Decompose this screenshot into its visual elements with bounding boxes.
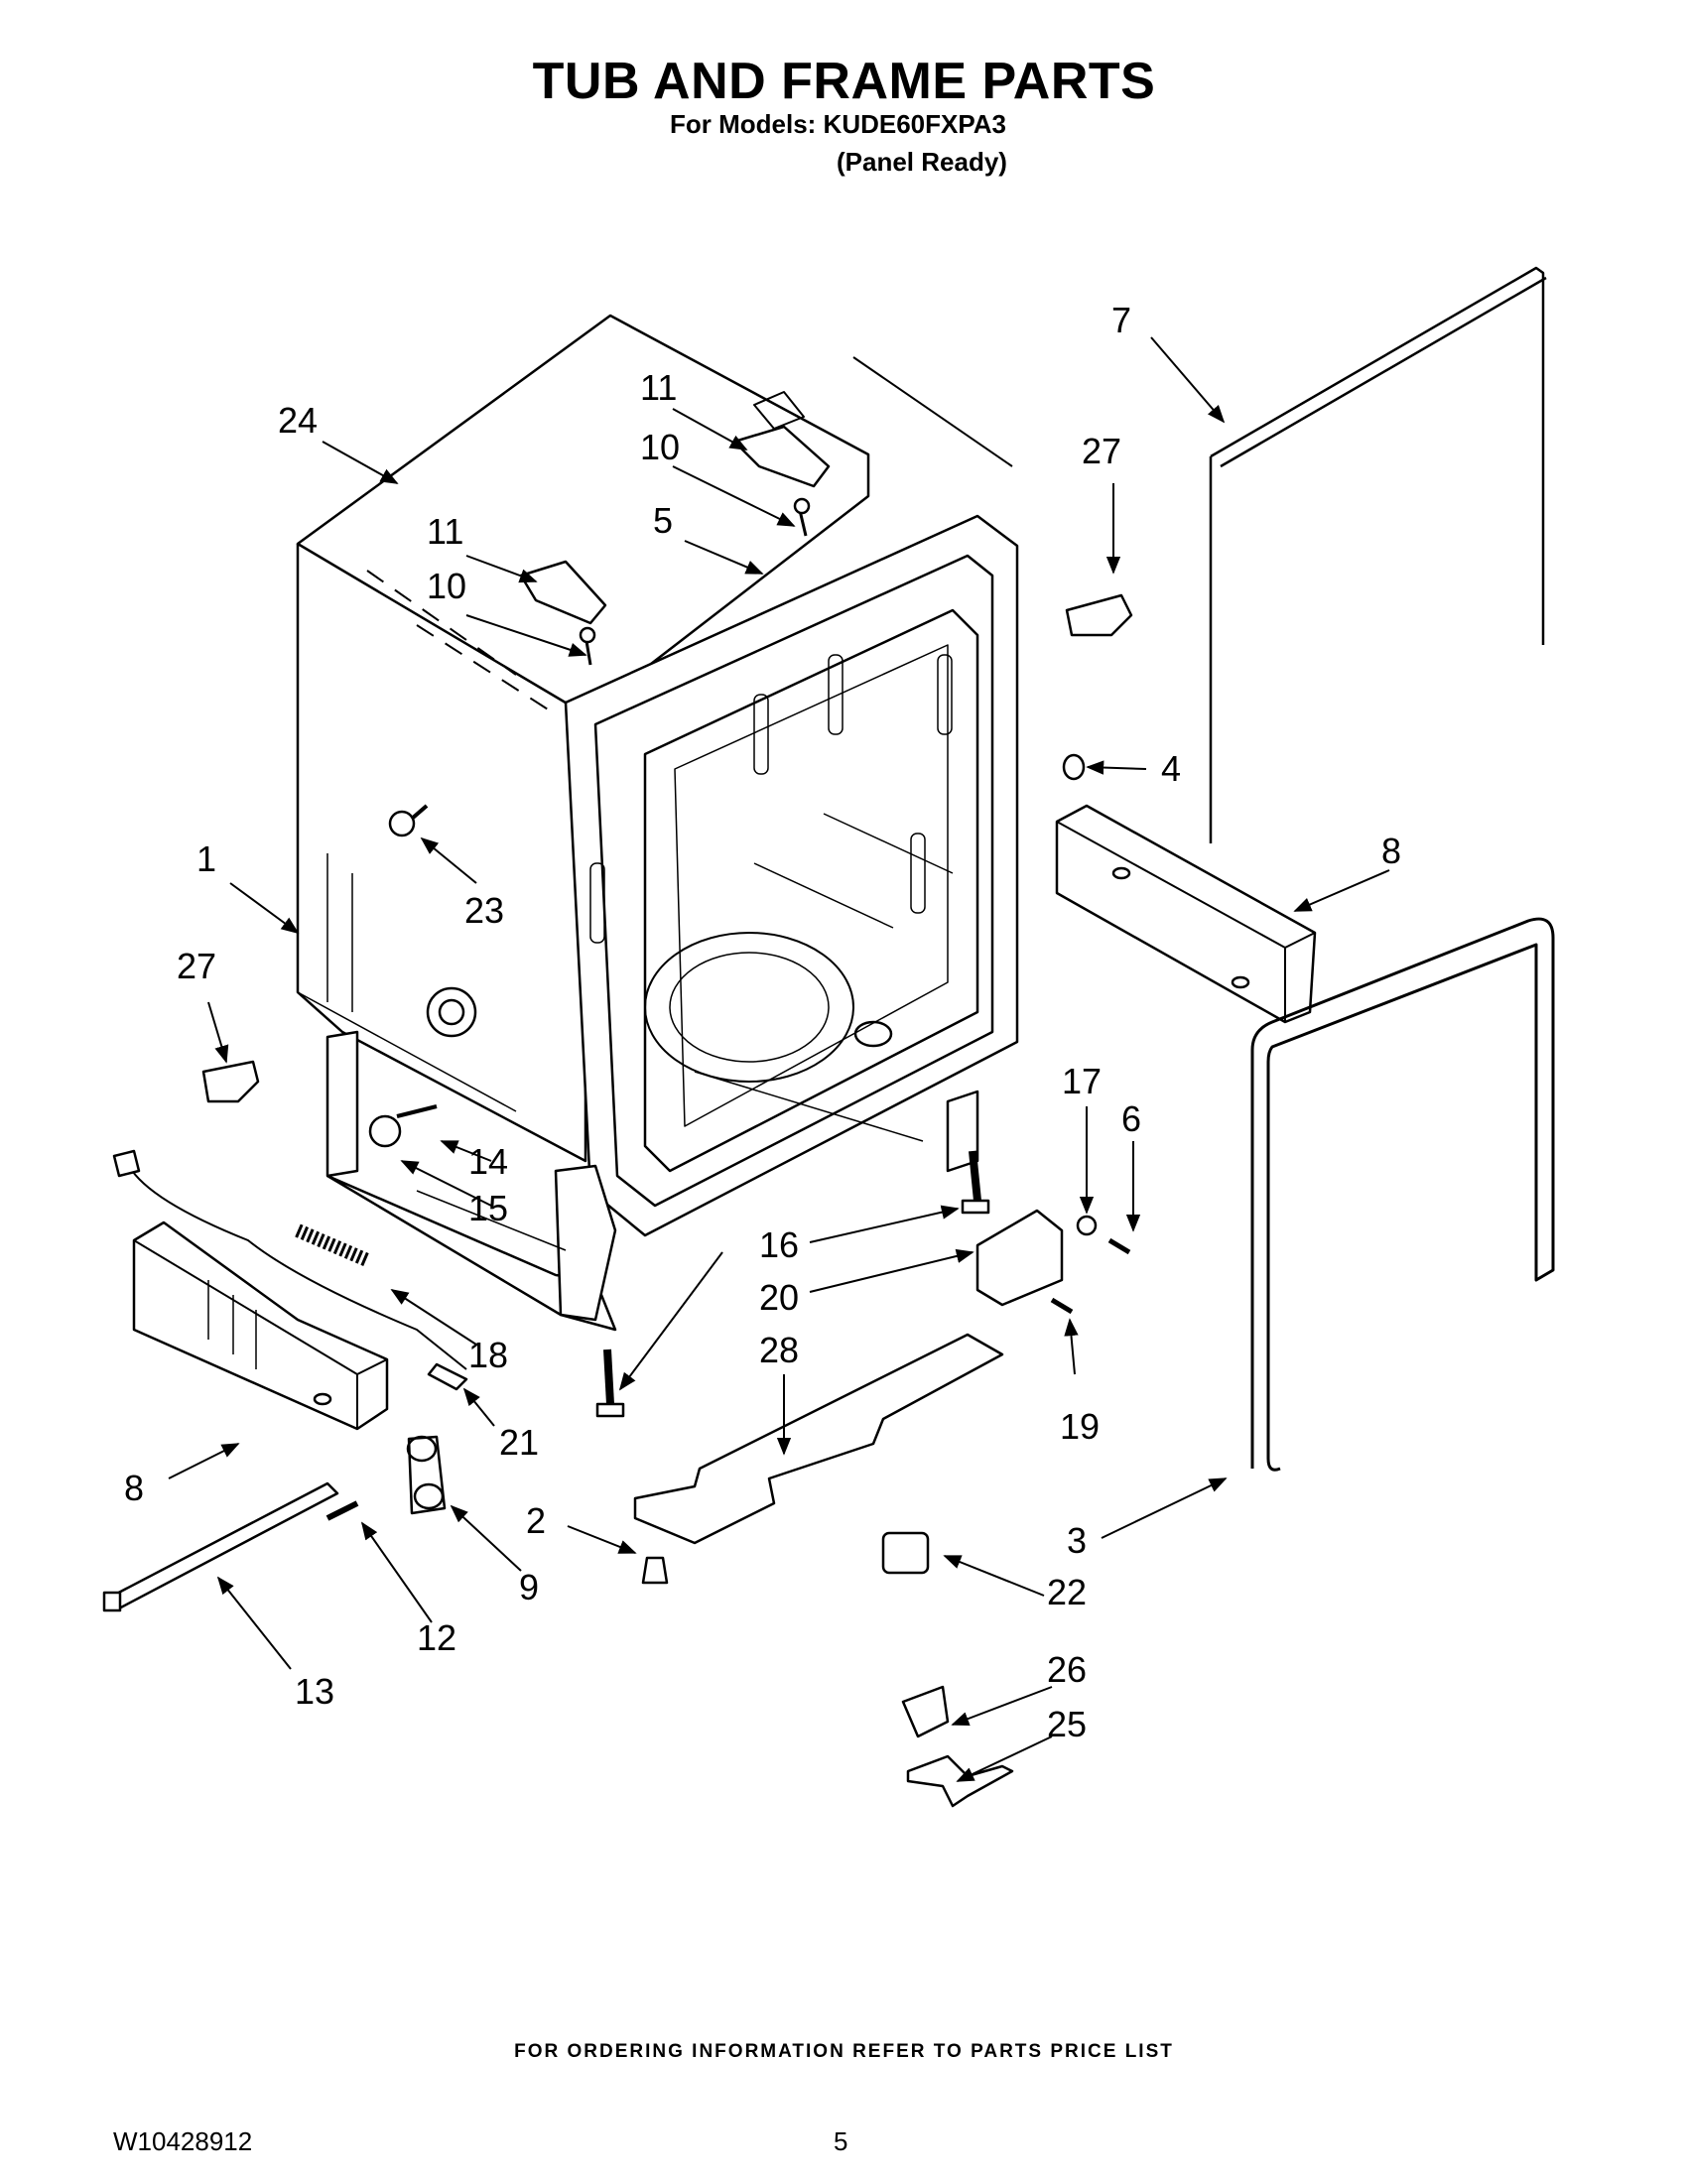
callout-label: 27 — [1082, 431, 1121, 471]
page-title: TUB AND FRAME PARTS — [532, 53, 1156, 110]
callout-label: 16 — [759, 1224, 799, 1265]
toe-panel-cover — [633, 1333, 1004, 1545]
insulation-panel-left — [132, 1220, 389, 1431]
screw-12 — [325, 1500, 359, 1521]
page-number: 5 — [834, 2126, 848, 2156]
tub-front-frame — [564, 356, 1019, 1237]
screw-6 — [1107, 1237, 1131, 1255]
variant-line: (Panel Ready) — [837, 147, 1007, 177]
callout-label: 27 — [177, 946, 216, 986]
leveling-leg-right — [961, 1150, 990, 1215]
clip-upper — [1065, 593, 1133, 637]
document-number: W10428912 — [113, 2126, 253, 2156]
callout-label: 25 — [1047, 1704, 1087, 1744]
bolt — [388, 804, 429, 837]
callout-label: 21 — [499, 1422, 539, 1463]
callout-label: 8 — [1381, 831, 1401, 871]
door-gasket-top — [1209, 266, 1547, 843]
callout-label: 6 — [1121, 1098, 1141, 1139]
callout-label: 10 — [427, 566, 466, 606]
callout-label: 12 — [417, 1617, 456, 1658]
callout-label: 1 — [196, 838, 216, 879]
callout-label: 9 — [519, 1567, 539, 1607]
foot — [641, 1556, 669, 1585]
tie-strap-head — [102, 1591, 122, 1612]
plug — [1062, 753, 1086, 781]
base-frame — [325, 1030, 979, 1332]
tub-gasket — [1250, 917, 1555, 1472]
callout-label: 18 — [468, 1335, 508, 1375]
hinge-bracket-lower — [519, 560, 607, 666]
callout-label: 24 — [278, 400, 318, 441]
callout-label: 10 — [640, 427, 680, 467]
callout-label: 15 — [468, 1188, 508, 1228]
ordering-note: FOR ORDERING INFORMATION REFER TO PARTS … — [514, 2041, 1174, 2062]
callout-label: 19 — [1060, 1406, 1100, 1447]
insulation-panel-right — [1055, 804, 1317, 1024]
screw-19 — [1050, 1297, 1074, 1315]
callout-label: 14 — [468, 1141, 508, 1182]
models-line: For Models: KUDE60FXPA3 — [670, 109, 1007, 139]
callout-labels: 24 11 10 5 7 27 11 10 4 1 23 8 27 14 15 … — [124, 300, 1401, 1744]
callout-label: 8 — [124, 1468, 144, 1508]
anchor-bracket — [975, 1209, 1064, 1307]
callout-label: 4 — [1161, 748, 1181, 789]
hinge-bracket-upper — [732, 425, 831, 537]
callout-label: 13 — [295, 1671, 334, 1712]
callout-label: 23 — [464, 890, 504, 931]
switch — [901, 1685, 950, 1738]
callout-label: 22 — [1047, 1572, 1087, 1612]
callout-label: 7 — [1111, 300, 1131, 340]
callout-label: 26 — [1047, 1649, 1087, 1690]
callout-label: 17 — [1062, 1061, 1102, 1101]
leader-lines — [168, 336, 1390, 1782]
sensor — [881, 1531, 930, 1575]
callout-label: 11 — [427, 511, 463, 552]
callout-label: 5 — [653, 500, 673, 541]
hose-clamp — [406, 1435, 447, 1515]
nut — [1076, 1215, 1098, 1236]
leveling-leg-left — [595, 1349, 625, 1418]
callout-label: 3 — [1067, 1520, 1087, 1561]
callout-label: 28 — [759, 1330, 799, 1370]
callout-label: 2 — [526, 1500, 546, 1541]
callout-label: 11 — [640, 367, 677, 408]
heater-element — [112, 1149, 468, 1391]
callout-label: 20 — [759, 1277, 799, 1318]
clip-lower — [201, 1060, 260, 1103]
